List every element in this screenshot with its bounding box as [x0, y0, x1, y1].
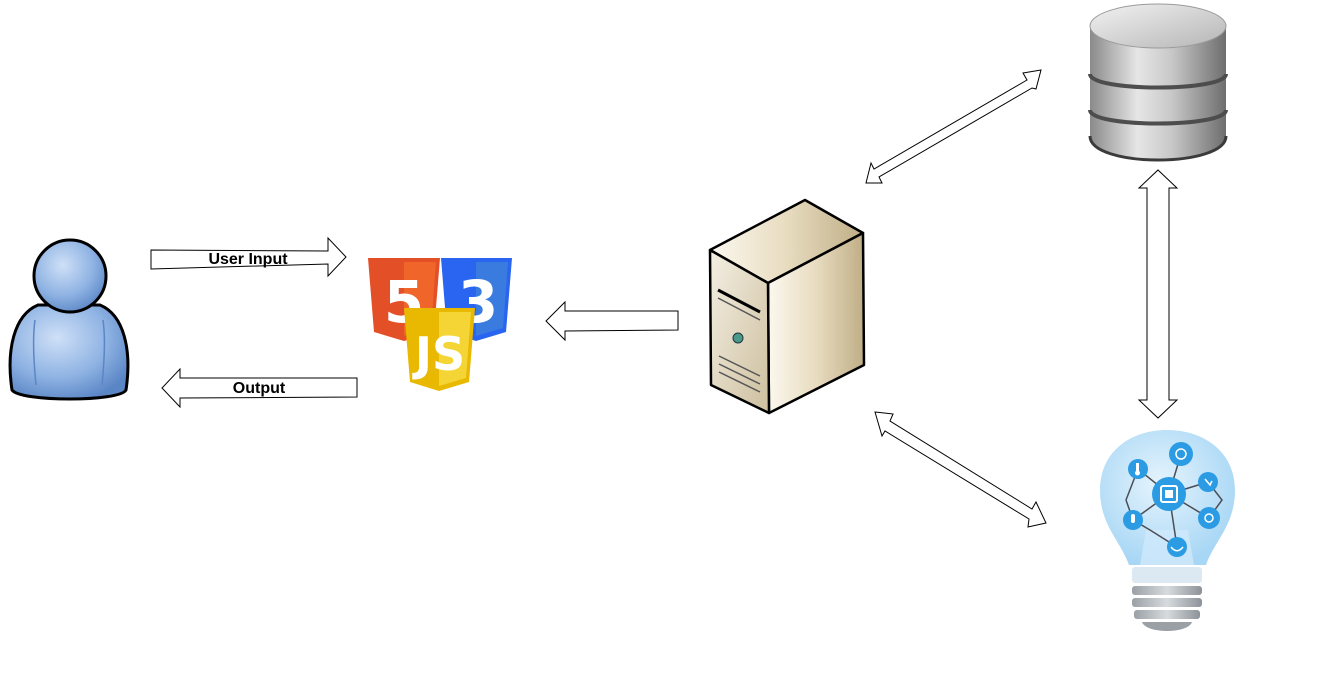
iot-lightbulb-icon: [1100, 430, 1235, 631]
database-iot-arrow: [1137, 169, 1179, 419]
css3-logo: 3: [441, 258, 512, 341]
js-badge: JS: [412, 327, 465, 381]
server-iot-arrow: [874, 411, 1047, 528]
output-label: Output: [233, 380, 286, 397]
server-database-arrow: [865, 69, 1042, 184]
server-to-frontend-arrow: [545, 300, 679, 342]
database-icon: [1088, 3, 1228, 162]
js-logo: JS: [404, 308, 475, 391]
output-arrow: Output: [161, 367, 358, 409]
user-input-arrow: User Input: [150, 236, 347, 278]
html5-css3-js-logos-icon: 5 3 JS: [368, 258, 512, 391]
user-input-label: User Input: [208, 251, 288, 268]
user-icon: [8, 238, 130, 401]
server-tower-icon: [708, 198, 866, 415]
